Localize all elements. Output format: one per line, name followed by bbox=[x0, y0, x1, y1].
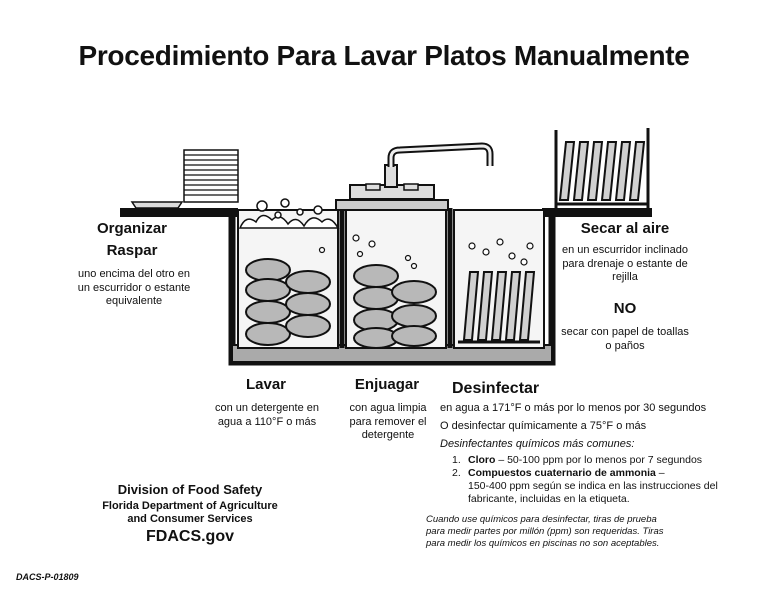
sanitize-heading: Desinfectar bbox=[452, 380, 540, 397]
sanitize-footnote: Cuando use químicos para desinfectar, ti… bbox=[426, 514, 664, 549]
dry-no: NO bbox=[613, 300, 637, 317]
dry-no-text: secar con papel de toallas o paños bbox=[561, 326, 689, 352]
suds bbox=[238, 198, 340, 229]
organize-text: uno encima del otro en un escurridor o e… bbox=[77, 268, 191, 307]
sanitize-rack bbox=[458, 271, 540, 344]
dry-heading: Secar al aire bbox=[580, 220, 670, 237]
wash-plates bbox=[245, 258, 331, 346]
sanitizer-list: 1.Cloro – 50-100 ppm por lo menos por 7 … bbox=[452, 454, 752, 506]
agency-website-link[interactable]: FDACS.gov bbox=[146, 528, 234, 545]
drying-rack bbox=[554, 128, 650, 208]
form-code: DACS-P-01809 bbox=[16, 572, 79, 582]
rinse-plates bbox=[353, 264, 437, 349]
faucet bbox=[335, 142, 494, 211]
agency-department: Florida Department of Agriculture bbox=[102, 500, 278, 512]
wash-heading: Lavar bbox=[245, 376, 287, 393]
dry-text: en un escurridor inclinado para drenaje … bbox=[562, 244, 688, 283]
wash-text: con un detergente en agua a 110°F o más bbox=[215, 402, 319, 428]
list-item-continuation: 150-400 ppm según se indica en las instr… bbox=[468, 480, 718, 505]
rinse-text: con agua limpia para remover el detergen… bbox=[349, 402, 427, 441]
list-item: 2.Compuestos cuaternario de ammonia – bbox=[452, 467, 665, 479]
agency-division: Division of Food Safety bbox=[117, 482, 263, 497]
sanitize-line2: O desinfectar químicamente a 75°F o más bbox=[440, 420, 647, 432]
organize-heading: Organizar bbox=[96, 220, 168, 237]
rinse-heading: Enjuagar bbox=[354, 376, 420, 393]
sanitize-line1: en agua a 171°F o más por lo menos por 3… bbox=[440, 402, 707, 414]
list-item: 1.Cloro – 50-100 ppm por lo menos por 7 … bbox=[452, 454, 703, 466]
plate-stack bbox=[130, 149, 239, 209]
agency-department-2: and Consumer Services bbox=[127, 513, 253, 525]
bubbles bbox=[318, 234, 534, 270]
left-drainboard bbox=[120, 149, 239, 217]
sanitize-subhead: Desinfectantes químicos más comunes: bbox=[440, 438, 635, 450]
page-title: Procedimiento Para Lavar Platos Manualme… bbox=[78, 40, 690, 71]
scrape-heading: Raspar bbox=[106, 242, 158, 259]
